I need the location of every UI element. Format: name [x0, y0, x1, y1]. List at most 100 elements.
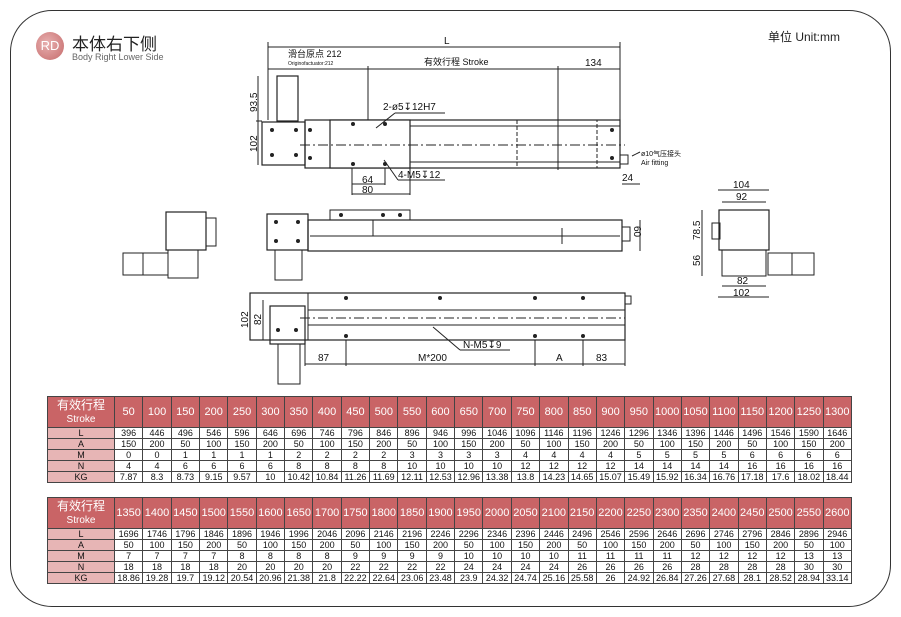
table-cell: 21.38	[284, 572, 314, 584]
table-cell: 50	[794, 539, 824, 551]
table-cell: 100	[312, 438, 342, 450]
table-cell: 2346	[482, 528, 512, 540]
table-cell: 200	[425, 539, 456, 551]
table-cell: 100	[595, 539, 626, 551]
table-cell: 18.02	[794, 471, 824, 483]
table-cell: 13.8	[510, 471, 541, 483]
right-side-view: 104 92 78.5 56 82 102	[692, 180, 815, 299]
table-cell: 8.73	[170, 471, 201, 483]
table-cell: 12	[765, 550, 796, 562]
table-cell: 23.9	[454, 572, 484, 584]
table-cell: 796	[340, 427, 371, 439]
dim-102: 102	[249, 135, 260, 152]
table-cell: 1696	[113, 528, 144, 540]
table-cell: 50	[624, 438, 654, 450]
table-cell: 11	[624, 550, 654, 562]
table-cell: 9.57	[227, 471, 257, 483]
stroke-value: 850	[567, 396, 597, 428]
stroke-value: 2200	[595, 497, 626, 529]
table-cell: 28	[737, 561, 767, 573]
table-cell: 50	[454, 539, 484, 551]
table-cell: 1146	[539, 427, 569, 439]
stroke-value: 50	[113, 396, 144, 428]
table-cell: 1746	[142, 528, 172, 540]
table-cell: 50	[170, 438, 201, 450]
table-cell: 1646	[822, 427, 853, 439]
table-cell: 14.23	[539, 471, 569, 483]
table-cell: 12	[737, 550, 767, 562]
table-cell: 26	[624, 561, 654, 573]
stroke-value: 500	[369, 396, 399, 428]
table-cell: 8	[312, 550, 342, 562]
stroke-value: 1200	[765, 396, 796, 428]
table-cell: 1846	[199, 528, 229, 540]
table-cell: 12	[680, 550, 711, 562]
table-cell: 4	[567, 449, 597, 461]
table-cell: 24.32	[482, 572, 512, 584]
table-cell: 150	[794, 438, 824, 450]
table-cell: 8	[284, 460, 314, 472]
stroke-value: 200	[199, 396, 229, 428]
table-cell: 7	[142, 550, 172, 562]
table-cell: 20.54	[227, 572, 257, 584]
stroke-value: 600	[425, 396, 456, 428]
table-cell: 6	[822, 449, 853, 461]
table-cell: 150	[737, 539, 767, 551]
stroke-value: 2300	[652, 497, 682, 529]
stroke-value: 700	[482, 396, 512, 428]
table-cell: 2746	[709, 528, 739, 540]
table-cell: 200	[595, 438, 626, 450]
table-cell: 19.28	[142, 572, 172, 584]
table-cell: 100	[822, 539, 853, 551]
stroke-value: 1100	[709, 396, 739, 428]
table-cell: 2596	[624, 528, 654, 540]
table-cell: 200	[709, 438, 739, 450]
table-cell: 10	[482, 460, 512, 472]
table-cell: 100	[709, 539, 739, 551]
table-cell: 150	[340, 438, 371, 450]
table-cell: 19.12	[199, 572, 229, 584]
table-cell: 18	[170, 561, 201, 573]
stroke-value: 2250	[624, 497, 654, 529]
table-cell: 8	[227, 550, 257, 562]
stroke-value: 1650	[284, 497, 314, 529]
dim-78-5: 78.5	[692, 220, 703, 240]
table-cell: 24.92	[624, 572, 654, 584]
dim-60: 60	[631, 226, 642, 238]
table-cell: 200	[539, 539, 569, 551]
table-cell: 18.86	[113, 572, 144, 584]
stroke-value: 100	[142, 396, 172, 428]
table-cell: 20.96	[255, 572, 286, 584]
stroke-value: 1300	[822, 396, 853, 428]
table-cell: 50	[737, 438, 767, 450]
row-label: N	[47, 561, 115, 573]
table-cell: 10	[482, 550, 512, 562]
table-cell: 11	[567, 550, 597, 562]
table-cell: 50	[680, 539, 711, 551]
dim-82-bottom: 82	[253, 313, 264, 325]
table-cell: 10	[454, 460, 484, 472]
table-cell: 2896	[794, 528, 824, 540]
table-cell: 4	[510, 449, 541, 461]
table-cell: 1346	[652, 427, 682, 439]
table-cell: 2846	[765, 528, 796, 540]
table-cell: 150	[397, 539, 427, 551]
table-cell: 15.49	[624, 471, 654, 483]
table-cell: 30	[822, 561, 853, 573]
table-cell: 14.65	[567, 471, 597, 483]
table-cell: 6	[199, 460, 229, 472]
page-title: 本体右下侧	[72, 35, 157, 55]
stroke-value: 2600	[822, 497, 853, 529]
table-cell: 8	[284, 550, 314, 562]
stroke-value: 1000	[652, 396, 682, 428]
table-cell: 2	[369, 449, 399, 461]
table-cell: 20	[227, 561, 257, 573]
table-cell: 6	[170, 460, 201, 472]
table-cell: 2396	[510, 528, 541, 540]
stroke-value: 2100	[539, 497, 569, 529]
